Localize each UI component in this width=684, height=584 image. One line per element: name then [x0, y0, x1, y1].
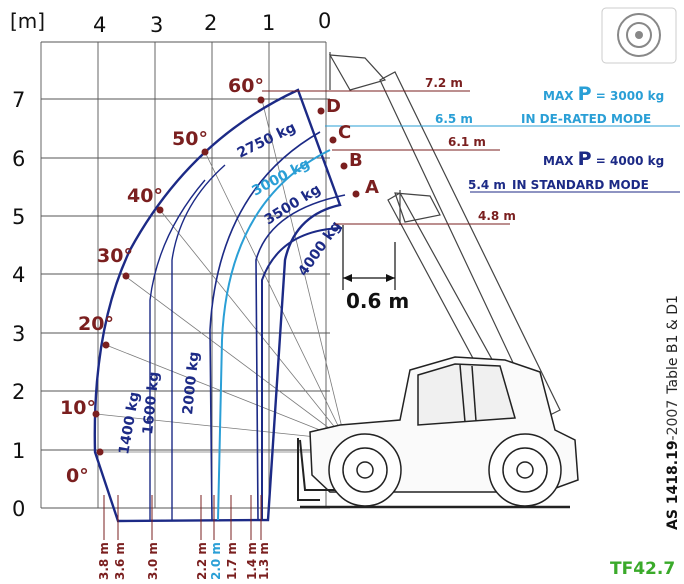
load-zone-label: 1400 kg: [116, 391, 143, 456]
x-tick-label: 3: [150, 13, 163, 37]
standard-max-load: MAX P = 4000 kg: [543, 148, 664, 170]
angle-marker: [201, 148, 209, 156]
point-marker-b: [340, 162, 348, 170]
point-marker-d: [317, 107, 325, 115]
reach-label: 1.4 m: [245, 542, 259, 580]
offset-dimension: [342, 225, 396, 290]
boom-outline: [328, 52, 561, 421]
zone-boundary-4000: [261, 227, 343, 520]
tyre-icon: [601, 7, 677, 64]
envelope-outer: [93, 88, 342, 523]
angle-marker: [122, 272, 130, 280]
point-label: C: [338, 122, 351, 143]
offset-dimension-label: 0.6 m: [346, 289, 409, 313]
height-label: 6.1 m: [448, 135, 486, 149]
zone-boundary-1600: [149, 179, 206, 520]
load-zone-label: 2750 kg: [235, 120, 299, 162]
y-tick-label: 1: [12, 439, 25, 463]
height-label: 5.4 m: [468, 178, 506, 192]
zone-boundary-2750: [209, 131, 321, 521]
x-tick-label: 4: [93, 13, 106, 37]
chart-grid: [40, 41, 330, 509]
x-tick-label: 0: [318, 9, 331, 33]
point-label: D: [326, 96, 341, 117]
standard-reference: AS 1418.19-2007Table B1 & D1: [665, 295, 681, 530]
height-label: 4.8 m: [478, 209, 516, 223]
x-tick-label: 2: [204, 11, 217, 35]
derated-max-load: MAX P = 3000 kg: [543, 83, 664, 105]
y-tick-label: 0: [12, 497, 25, 521]
zone-boundary-3000: [217, 149, 331, 521]
y-tick-label: 4: [12, 263, 25, 287]
angle-label: 0°: [66, 465, 89, 487]
y-tick-label: 2: [12, 380, 25, 404]
y-tick-label: 6: [12, 147, 25, 171]
reach-label: 1.3 m: [257, 542, 271, 580]
reach-label: 2.2 m: [195, 542, 209, 580]
load-zone-label: 4000 kg: [295, 218, 344, 279]
telehandler-illustration: [297, 356, 579, 509]
angle-marker: [257, 96, 265, 104]
reach-label: 3.0 m: [146, 542, 160, 580]
angle-label: 10°: [60, 397, 96, 419]
point-label: B: [349, 150, 363, 171]
reach-label: 2.0 m: [209, 542, 223, 580]
zone-boundary-2000: [171, 164, 226, 520]
angle-marker: [96, 448, 104, 456]
point-marker-a: [352, 190, 360, 198]
angle-marker: [92, 410, 100, 418]
y-tick-label: 3: [12, 322, 25, 346]
height-label: 7.2 m: [425, 76, 463, 90]
angle-label: 60°: [228, 75, 264, 97]
height-label: 6.5 m: [435, 112, 473, 126]
axis-unit-label: [m]: [10, 9, 45, 33]
y-tick-label: 7: [12, 88, 25, 112]
y-tick-label: 5: [12, 205, 25, 229]
angle-label: 20°: [78, 313, 114, 335]
point-label: A: [365, 177, 379, 198]
reach-label: 3.8 m: [97, 542, 111, 580]
model-code: TF42.7: [610, 559, 675, 579]
x-tick-label: 1: [262, 11, 275, 35]
load-zone-label: 1600 kg: [140, 371, 163, 435]
reach-label: 3.6 m: [113, 542, 127, 580]
zone-boundary-3500: [255, 194, 346, 521]
reach-lines: [103, 495, 262, 540]
reach-label: 1.7 m: [225, 542, 239, 580]
load-zone-label: 2000 kg: [180, 351, 203, 415]
angle-label: 50°: [172, 128, 208, 150]
angle-marker: [156, 206, 164, 214]
angle-marker: [102, 341, 110, 349]
angle-labels: 60° 50° 40° 30° 20° 10° 0°: [60, 75, 265, 487]
angle-label: 30°: [97, 245, 133, 267]
derated-mode-label: IN DE-RATED MODE: [521, 112, 651, 126]
angle-label: 40°: [127, 185, 163, 207]
standard-mode-label: IN STANDARD MODE: [512, 178, 649, 192]
angle-lines: [95, 99, 346, 453]
point-marker-c: [329, 136, 337, 144]
height-lines: [262, 90, 680, 225]
